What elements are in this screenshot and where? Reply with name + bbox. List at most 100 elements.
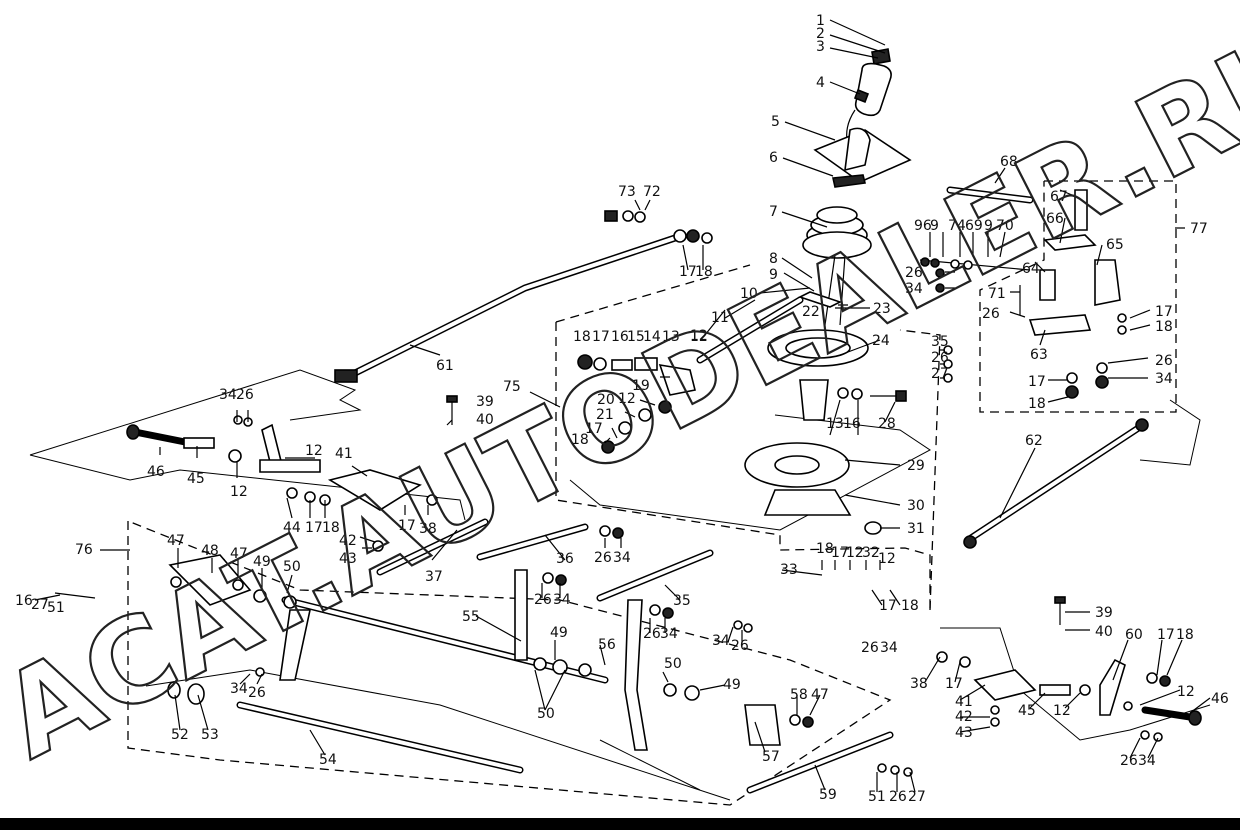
callout-27a: 27 bbox=[931, 366, 949, 382]
callout-59: 59 bbox=[819, 787, 837, 803]
washer-16-right bbox=[851, 388, 863, 400]
callout-42b: 42 bbox=[955, 709, 973, 725]
callout-26l: 26 bbox=[1155, 353, 1173, 369]
callout-46b: 46 bbox=[1211, 691, 1229, 707]
bolt-head-28 bbox=[895, 390, 907, 402]
callout-18b: 18 bbox=[573, 329, 591, 345]
callout-30: 30 bbox=[907, 498, 925, 514]
bracket-41-left bbox=[327, 469, 422, 511]
callout-12i: 12 bbox=[1177, 684, 1195, 700]
center-rods bbox=[376, 518, 714, 619]
callout-12a: 12 bbox=[690, 328, 708, 344]
callout-34e: 34 bbox=[880, 640, 898, 656]
boundary-shift-tower-right bbox=[899, 329, 941, 611]
callout-40b: 40 bbox=[1095, 624, 1113, 640]
callout-67: 67 bbox=[1050, 189, 1068, 205]
bolt-20 bbox=[658, 400, 672, 414]
nut-13-right bbox=[837, 387, 849, 399]
washer-66 bbox=[1043, 234, 1097, 251]
callout-38a: 38 bbox=[419, 521, 437, 537]
callout-17d: 17 bbox=[305, 520, 323, 536]
callout-45a: 45 bbox=[187, 471, 205, 487]
callout-49b: 49 bbox=[550, 625, 568, 641]
callout-17k: 17 bbox=[945, 676, 963, 692]
rod-64 bbox=[1039, 269, 1056, 301]
knob-cap-part bbox=[871, 48, 891, 65]
callout-76: 76 bbox=[75, 542, 93, 558]
callout-12f: 12 bbox=[846, 545, 864, 561]
callout-32: 32 bbox=[862, 545, 880, 561]
callout-15a: 15 bbox=[627, 329, 645, 345]
nut-12-tower bbox=[638, 408, 652, 422]
callout-56: 56 bbox=[598, 637, 616, 653]
callout-26c: 26 bbox=[594, 550, 612, 566]
washer-21 bbox=[618, 421, 632, 435]
callout-9b: 9 bbox=[984, 218, 993, 234]
leader-lines bbox=[34, 19, 1211, 793]
callout-33: 33 bbox=[780, 562, 798, 578]
left-upper-linkage bbox=[126, 395, 458, 552]
plate-bottom bbox=[145, 669, 731, 801]
callout-39b: 39 bbox=[1095, 605, 1113, 621]
plate-63 bbox=[1028, 314, 1092, 336]
callout-29: 29 bbox=[907, 458, 925, 474]
callout-28: 28 bbox=[878, 416, 896, 432]
callout-17f: 17 bbox=[831, 545, 849, 561]
callout-23: 23 bbox=[873, 301, 891, 317]
callout-12g: 12 bbox=[878, 551, 896, 567]
callout-11: 11 bbox=[711, 310, 729, 326]
callout-17j: 17 bbox=[1157, 627, 1175, 643]
callout-34a: 34 bbox=[219, 387, 237, 403]
bracket-41-right bbox=[973, 669, 1037, 701]
bracket-65 bbox=[1094, 259, 1121, 306]
bracket-48 bbox=[168, 554, 252, 606]
callout-53: 53 bbox=[201, 727, 219, 743]
callout-26b: 26 bbox=[236, 387, 254, 403]
callout-64: 64 bbox=[1022, 261, 1040, 277]
callout-27b: 27 bbox=[31, 597, 49, 613]
callout-51a: 51 bbox=[47, 600, 65, 616]
callout-31: 31 bbox=[907, 521, 925, 537]
housing-30 bbox=[763, 489, 852, 516]
link-arm-55 bbox=[514, 569, 528, 661]
lever-rod-lower bbox=[824, 254, 846, 326]
callout-18f: 18 bbox=[901, 598, 919, 614]
callout-26f: 26 bbox=[861, 640, 879, 656]
callout-47a: 47 bbox=[167, 533, 185, 549]
washer-18-tower bbox=[577, 354, 593, 370]
callout-17c: 17 bbox=[585, 421, 603, 437]
callout-1: 1 bbox=[816, 13, 825, 29]
callout-6: 6 bbox=[769, 150, 778, 166]
callout-26k: 26 bbox=[982, 306, 1000, 322]
callout-9a: 9 bbox=[930, 218, 939, 234]
nut-17-tower bbox=[593, 357, 607, 371]
callout-44: 44 bbox=[283, 520, 301, 536]
callout-43b: 43 bbox=[955, 725, 973, 741]
callout-49c: 49 bbox=[723, 677, 741, 693]
callout-26a: 26 bbox=[931, 350, 949, 366]
boot-part bbox=[844, 127, 871, 172]
bolt-51-left bbox=[54, 592, 96, 599]
callout-71: 71 bbox=[988, 286, 1006, 302]
callout-74: 74 bbox=[948, 218, 966, 234]
callout-12h: 12 bbox=[1053, 703, 1071, 719]
bellows-ring-4 bbox=[802, 231, 872, 259]
callout-12e: 12 bbox=[305, 443, 323, 459]
callout-52: 52 bbox=[171, 727, 189, 743]
shift-knob-part bbox=[854, 62, 892, 117]
callout-22: 22 bbox=[802, 304, 820, 320]
lever-60 bbox=[1099, 658, 1126, 716]
callout-49a: 49 bbox=[253, 554, 271, 570]
callout-96: 96 bbox=[914, 218, 932, 234]
callout-17h: 17 bbox=[1155, 304, 1173, 320]
callout-50a: 50 bbox=[283, 559, 301, 575]
callout-48: 48 bbox=[201, 543, 219, 559]
callout-34h: 34 bbox=[905, 281, 923, 297]
callout-35a: 35 bbox=[931, 334, 949, 350]
plate-right-lower bbox=[940, 627, 1211, 741]
washer-18-low bbox=[601, 440, 615, 454]
rod-61-end bbox=[334, 369, 358, 383]
pedal-left bbox=[279, 609, 311, 681]
right-side-assembly bbox=[919, 186, 1202, 742]
